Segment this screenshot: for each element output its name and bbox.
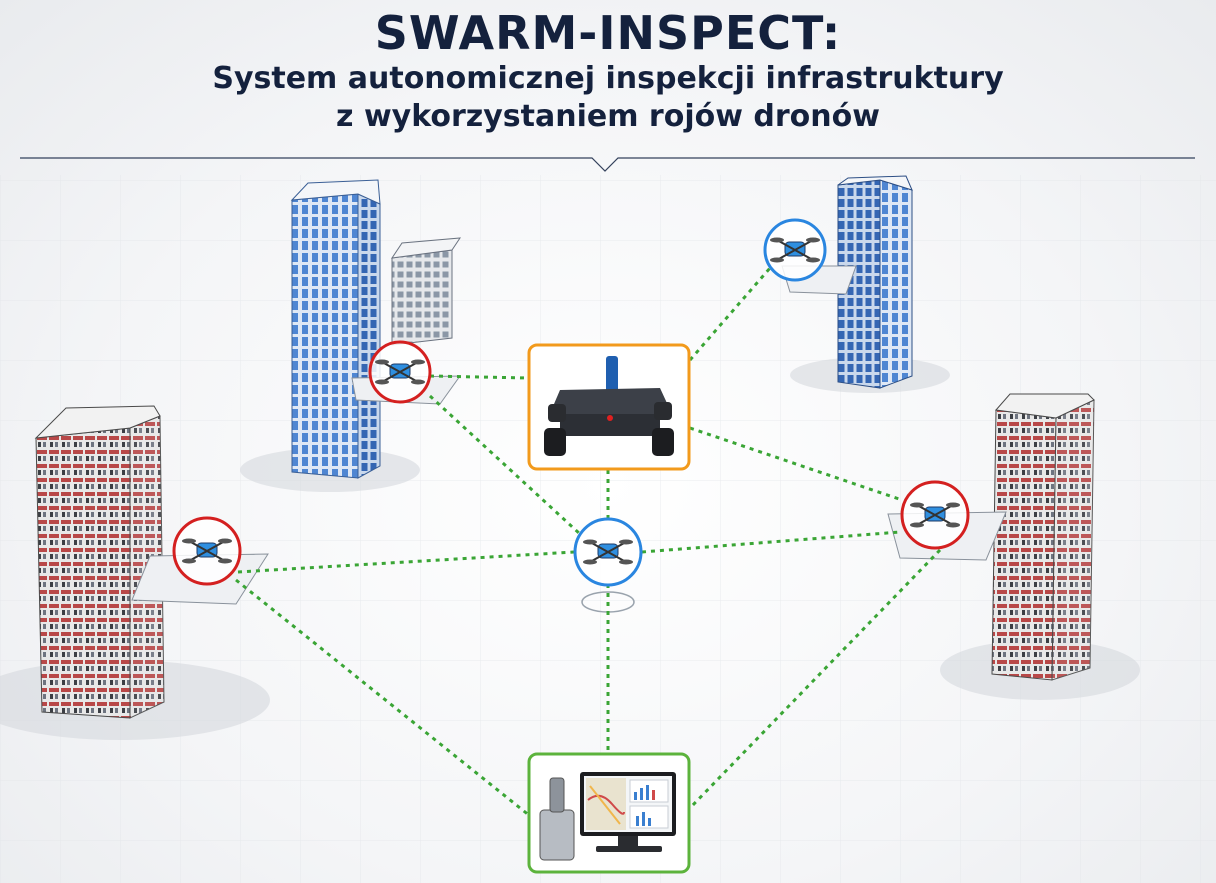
residential-building-left [34, 405, 165, 719]
subtitle-line-2: z wykorzystaniem rojów dronów [336, 99, 880, 134]
header: SWARM-INSPECT: System autonomicznej insp… [0, 0, 1216, 136]
drone-tower-center [368, 340, 432, 404]
drone-hover-center [573, 517, 643, 587]
drone-tower-top-right [763, 218, 827, 282]
office-building-small [390, 237, 461, 346]
drone-tower-left [172, 516, 242, 586]
glass-tower-right [837, 175, 913, 389]
subtitle-line-1: System autonomicznej inspekcji infrastru… [212, 61, 1004, 96]
drone-tower-right [900, 480, 970, 550]
page-title: SWARM-INSPECT: [374, 6, 842, 60]
glass-tower-left [290, 179, 381, 479]
residential-building-right [991, 393, 1095, 681]
header-divider [20, 157, 1195, 172]
control-station [527, 752, 691, 874]
ground-robot-hub [527, 343, 691, 471]
network-links [235, 267, 942, 818]
